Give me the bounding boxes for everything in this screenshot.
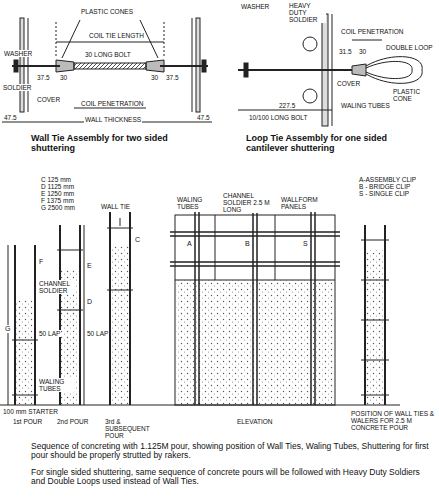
label: E	[86, 262, 93, 270]
label: WALING TUBES	[176, 196, 212, 210]
label: COIL TIE LENGTH	[88, 32, 145, 39]
label: SOLDIER	[2, 84, 33, 91]
label: D	[86, 298, 93, 306]
label: 30	[358, 48, 367, 55]
label: S	[302, 240, 309, 248]
label: 31.5	[338, 48, 353, 55]
label: WASHER	[240, 3, 270, 10]
label: G	[4, 325, 11, 333]
label: For single sided shuttering, same sequen…	[30, 468, 432, 487]
label: WALING TUBES	[340, 102, 391, 109]
label: 1st POUR	[12, 418, 43, 425]
label: COVER	[36, 96, 61, 103]
caption: Sequence of concreting with 1.125M pour,…	[30, 442, 432, 461]
waling-tube	[303, 37, 317, 51]
label: WALING TUBES	[38, 378, 74, 392]
label: 2nd POUR	[56, 418, 89, 425]
label: PLASTIC CONES	[80, 8, 134, 15]
label: WASHER	[3, 50, 33, 57]
label: 100 mm STARTER	[2, 408, 59, 415]
label: A	[186, 240, 193, 248]
label: 227.5	[278, 102, 296, 109]
label: C	[134, 236, 141, 244]
label: 50 LAP	[38, 330, 61, 337]
label: 30	[59, 74, 68, 81]
label: 30 LONG BOLT	[84, 51, 132, 58]
label: POSITION OF WALL TIES & WALERS FOR 2.5 M…	[350, 410, 436, 431]
label: CHANNEL SOLDIER 2.5 M LONG	[222, 192, 272, 213]
coil-tie	[74, 63, 146, 69]
label: 50 LAP	[86, 330, 109, 337]
label: ELEVATION	[236, 418, 274, 425]
label: 37.5	[36, 74, 51, 81]
label: F	[38, 258, 44, 266]
label: 47.5	[196, 114, 211, 121]
label: 10/100 LONG BOLT	[248, 114, 308, 121]
plastic-cone	[352, 64, 366, 76]
label: 37.5	[165, 74, 180, 81]
label: S - SINGLE CLIP	[358, 190, 410, 197]
label: 3rd & SUBSEQUENT POUR	[104, 418, 164, 439]
label: G 2500 mm	[40, 204, 76, 211]
label: CHANNEL SOLDIER	[38, 280, 74, 294]
label: Loop Tie Assembly for one sided cantilev…	[245, 134, 412, 154]
double-loop	[366, 57, 422, 84]
label: 47.5	[3, 114, 18, 121]
label: HEAVY DUTY SOLDIER	[288, 2, 326, 23]
waling-tube	[303, 89, 317, 103]
label: PLASTIC CONE	[392, 88, 434, 102]
label: 30	[150, 74, 159, 81]
label: COIL PENETRATION	[340, 28, 404, 35]
label: COVER	[336, 80, 361, 87]
label: WALLFORM PANELS	[280, 196, 324, 210]
label: WALL THICKNESS	[84, 116, 142, 123]
label: B	[244, 240, 251, 248]
label: WALL TIE	[100, 203, 131, 210]
label: DOUBLE LOOP	[385, 44, 434, 51]
label: COIL PENETRATION	[80, 100, 144, 107]
label: Wall Tie Assembly for two sided shutteri…	[30, 134, 182, 154]
